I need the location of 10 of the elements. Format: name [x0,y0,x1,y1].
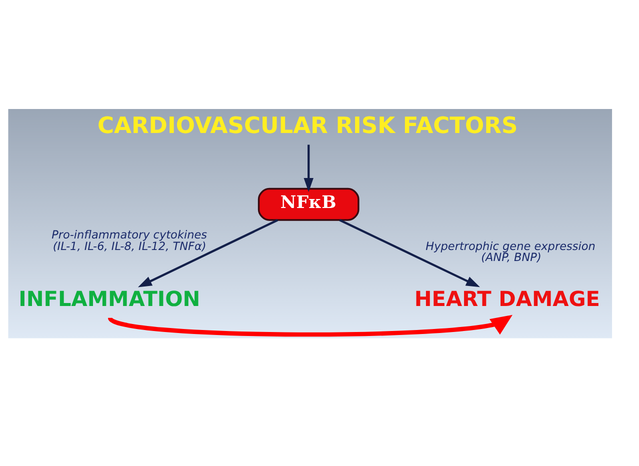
arrow [339,219,480,288]
node-box: NFκB [258,188,360,221]
node-text: HEART DAMAGE [414,286,600,311]
edge-label: Hypertrophic gene expression (ANP, BNP) [426,240,596,264]
node-text: INFLAMMATION [18,286,200,311]
arrow [108,314,512,337]
edge-label: Pro-inflammatory cytokines (IL-1, IL-6, IL-8, IL-12, TNFα) [52,228,208,253]
node-text: CARDIOVASCULAR RISK FACTORS [98,113,518,140]
arrow [138,219,278,288]
arrow [304,144,314,192]
